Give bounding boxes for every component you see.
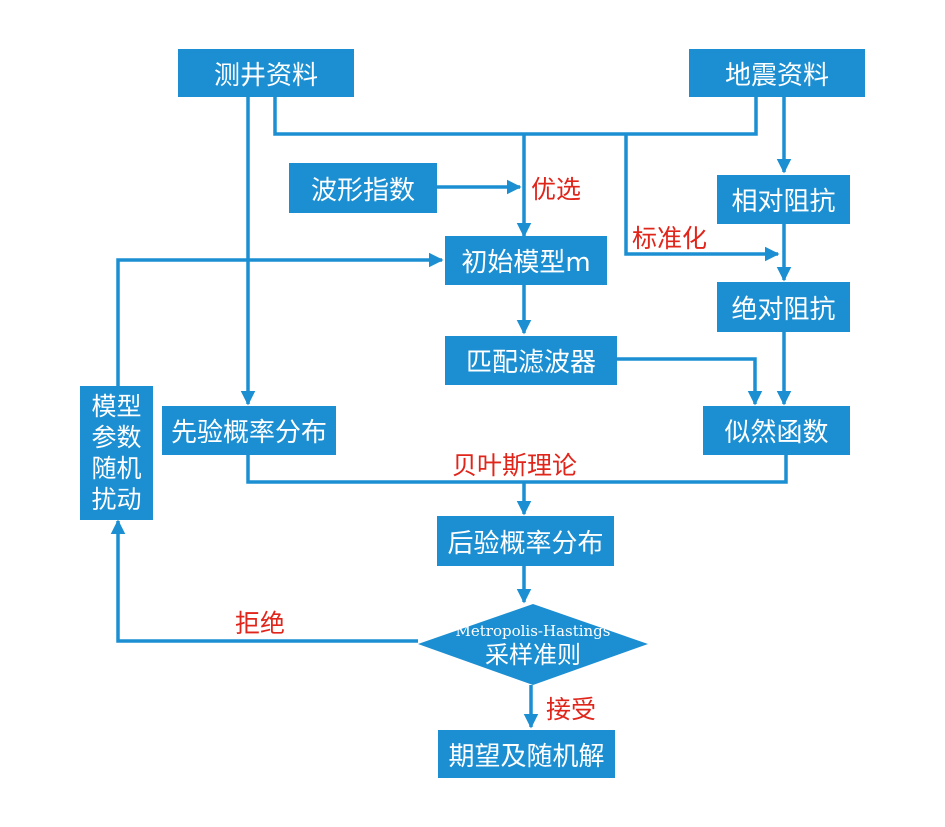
label-bayes: 贝叶斯理论 [452,451,578,480]
decision-line-1: Metropolis-Hastings [455,622,611,640]
node-seismic-data: 地震资料 [689,49,865,97]
node-waveform-index: 波形指数 [289,163,437,213]
decision-label: Metropolis-Hastings 采样准则 [418,622,648,670]
node-matched-filter: 匹配滤波器 [445,336,617,385]
perturbation-line-1: 模型 [91,392,142,421]
label-accept: 接受 [546,695,597,724]
connector-perturbation-to-model [116,252,444,386]
connector-filter-to-likelihood [617,357,763,406]
node-perturbation: 模型 参数 随机 扰动 [80,386,153,520]
connector-reject-to-perturbation [110,519,418,643]
decision-line-2: 采样准则 [485,641,581,669]
perturbation-line-3: 随机 [91,454,142,483]
node-posterior-distribution: 后验概率分布 [437,516,614,566]
perturbation-line-4: 扰动 [91,485,142,514]
label-optimize: 优选 [531,175,582,204]
node-absolute-impedance: 绝对阻抗 [717,282,850,332]
connector-normalize-branch [624,134,780,262]
decision-diamond [418,604,648,685]
node-result: 期望及随机解 [438,730,615,778]
node-relative-impedance: 相对阻抗 [717,175,850,224]
node-initial-model: 初始模型m [445,236,607,285]
node-prior-distribution: 先验概率分布 [162,406,336,455]
connector-well-seismic-merge [273,97,758,136]
connector-bayes-merge [246,455,788,484]
node-likelihood-function: 似然函数 [703,406,850,455]
label-normalize: 标准化 [632,224,708,253]
node-well-data: 测井资料 [178,49,354,97]
label-reject: 拒绝 [235,609,286,638]
perturbation-line-2: 参数 [91,423,142,452]
